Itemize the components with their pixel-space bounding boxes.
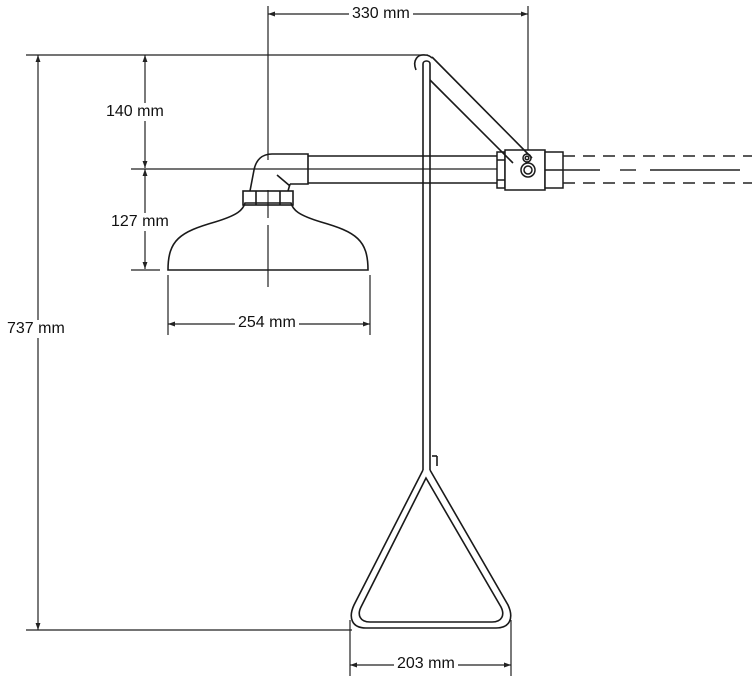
dim-label-head-diameter: 254 mm xyxy=(235,314,299,332)
dim-label-arm-projection: 330 mm xyxy=(349,5,413,23)
dim-label-head-height: 127 mm xyxy=(108,213,172,231)
dim-label-overall-height: 737 mm xyxy=(4,320,68,338)
pull-rod xyxy=(422,60,438,470)
supply-extension xyxy=(563,155,752,184)
diagonal-lever xyxy=(413,54,533,164)
valve-body xyxy=(496,149,564,191)
dimension-lines xyxy=(26,6,529,676)
elbow-and-pipe xyxy=(249,153,500,192)
shower-head xyxy=(167,190,369,271)
dim-label-arm-height: 140 mm xyxy=(103,103,167,121)
dim-label-handle-width: 203 mm xyxy=(394,655,458,673)
triangle-handle xyxy=(350,469,512,629)
